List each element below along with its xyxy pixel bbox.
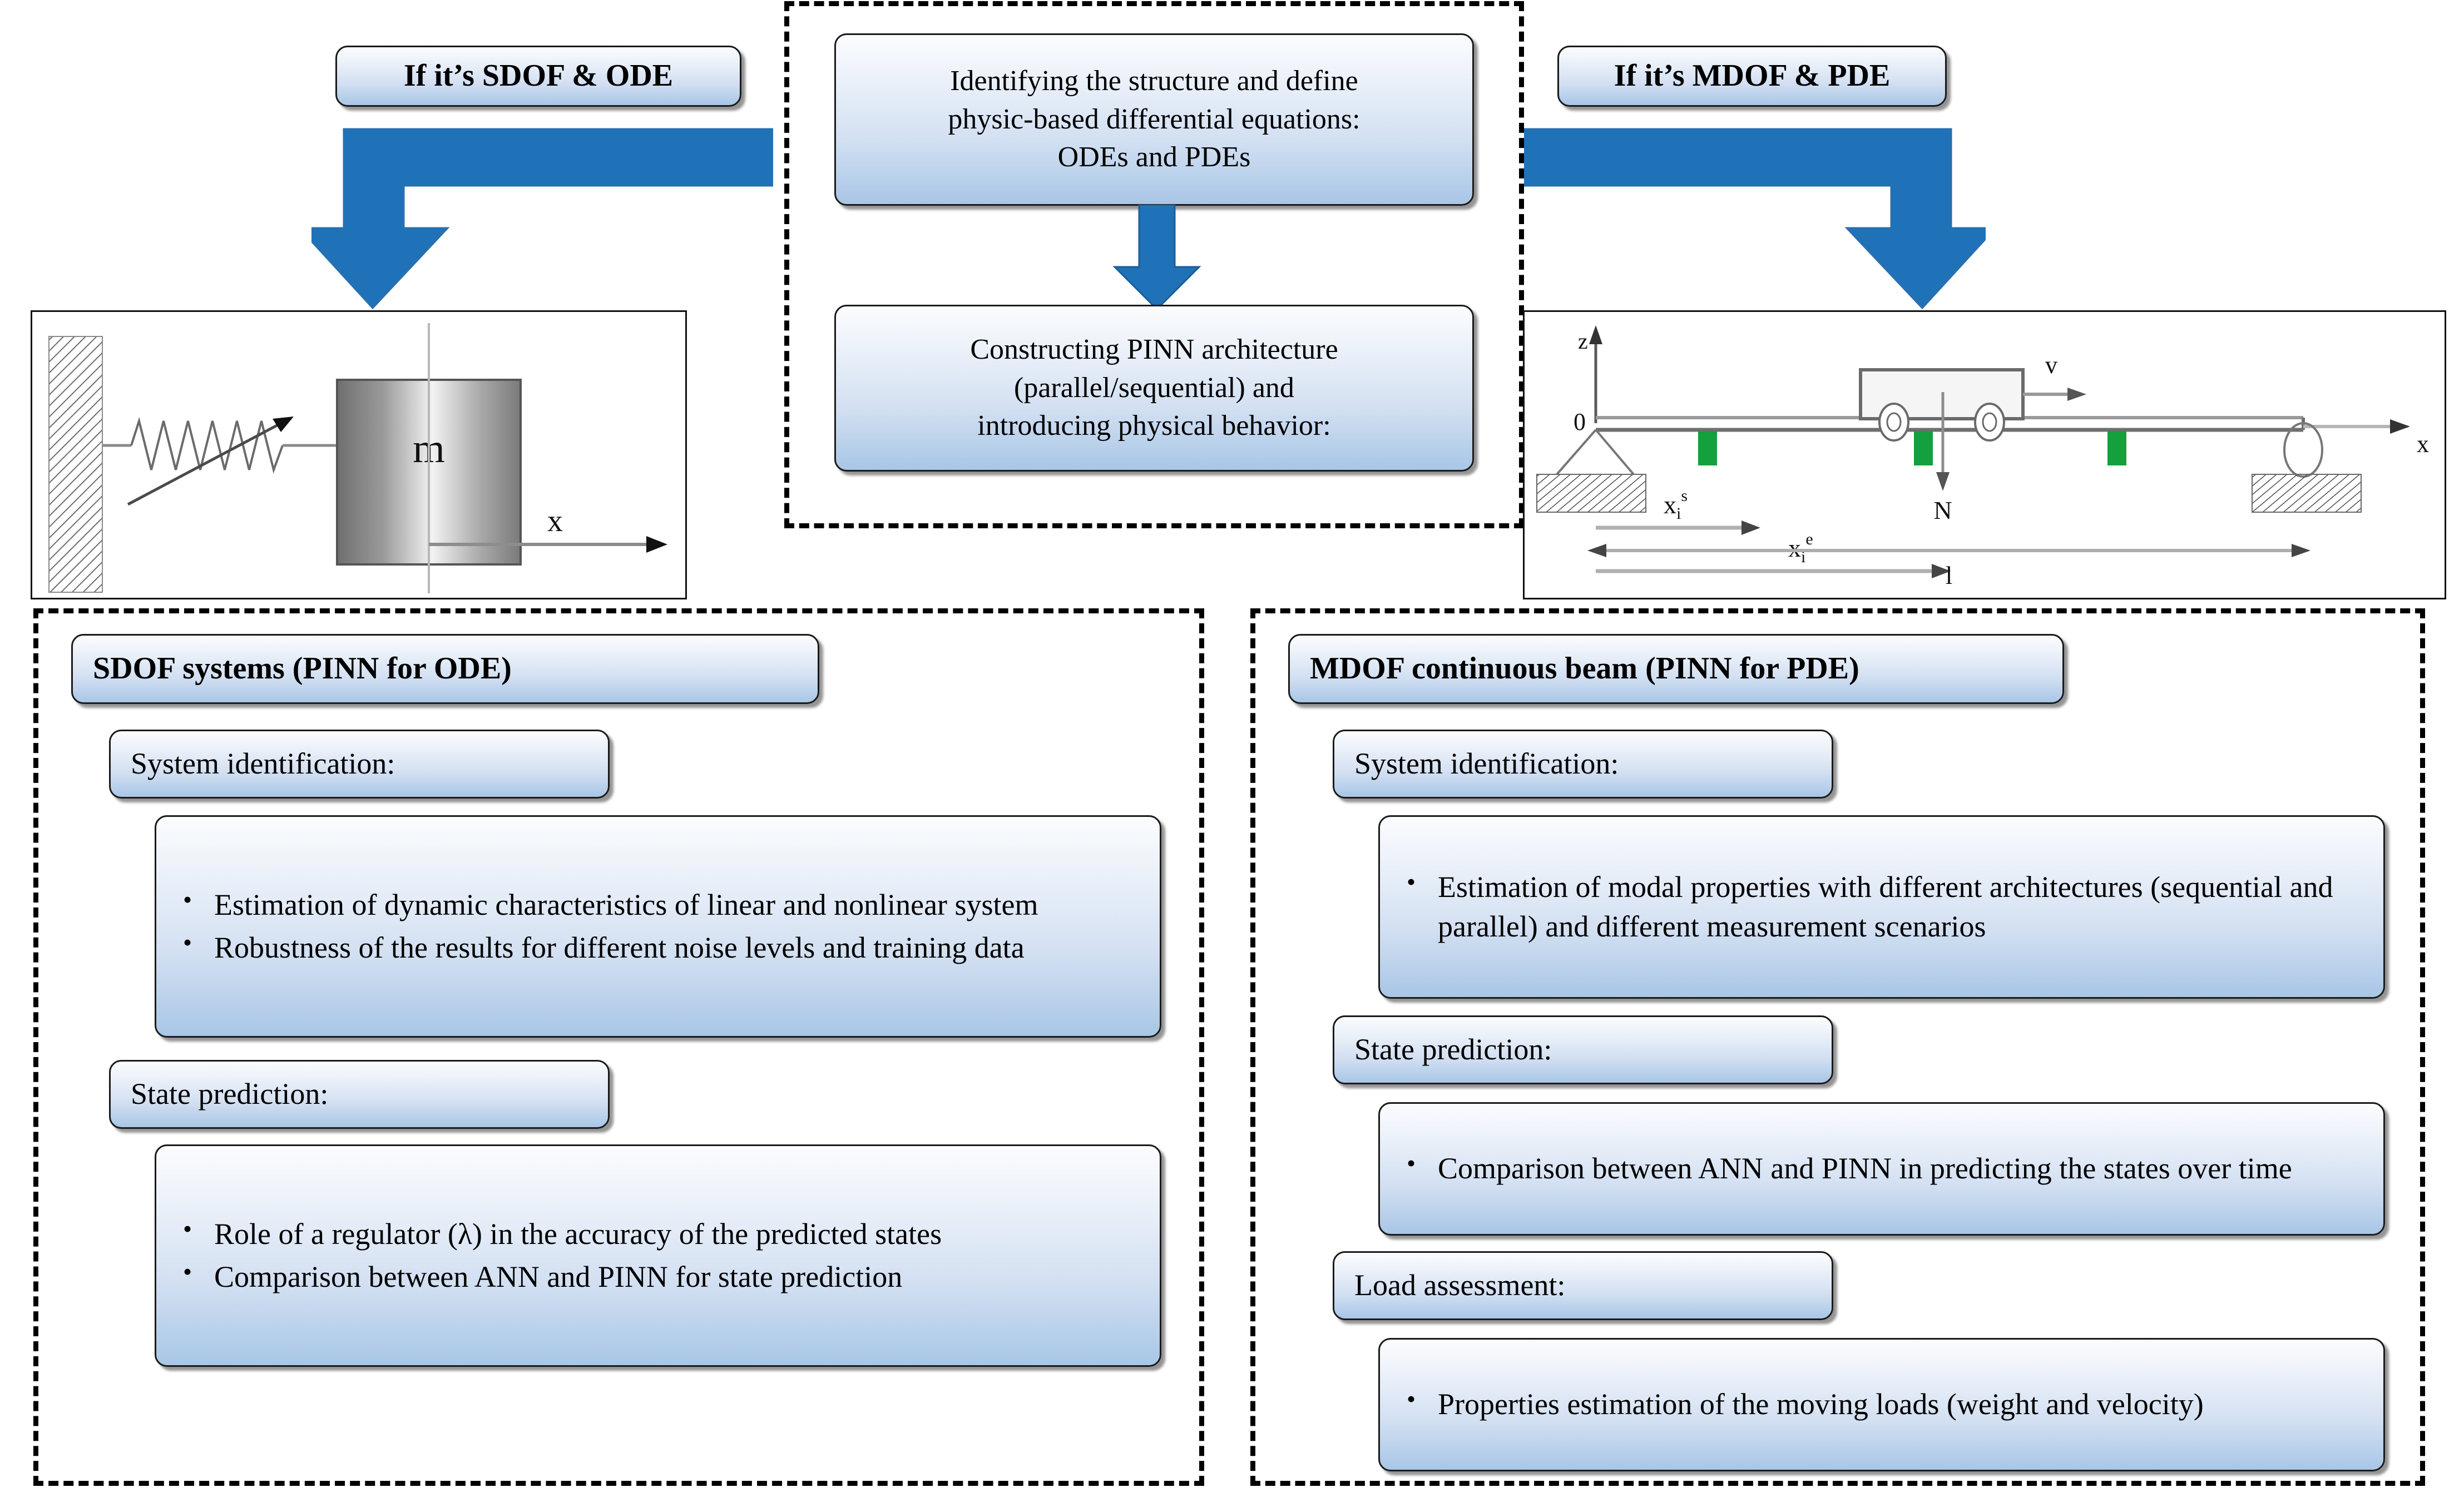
step-box-identify-structure[interactable]: Identifying the structure and define phy…: [834, 33, 1474, 206]
step-box-construct-pinn[interactable]: Constructing PINN architecture (parallel…: [834, 305, 1474, 472]
list-item: Estimation of modal properties with diff…: [1399, 865, 2364, 947]
line-2: (parallel/sequential) and: [1014, 371, 1294, 404]
section-label-sdof-state-prediction-text: State prediction:: [131, 1077, 329, 1111]
bullets-mdof-state-prediction[interactable]: Comparison between ANN and PINN in predi…: [1378, 1102, 2385, 1236]
bullet-list: Comparison between ANN and PINN in predi…: [1399, 1147, 2292, 1188]
panel-heading-sdof-text: SDOF systems (PINN for ODE): [93, 651, 512, 686]
bullet-list: Estimation of dynamic characteristics of…: [175, 883, 1038, 968]
list-item: Role of a regulator (λ) in the accuracy …: [175, 1212, 942, 1254]
line-3: introducing physical behavior:: [977, 410, 1331, 442]
step-box-construct-pinn-text: Constructing PINN architecture (parallel…: [970, 331, 1338, 445]
sdof-svg: m x: [48, 323, 667, 593]
arrow-elbow-to-sdof-figure: [311, 127, 773, 310]
line-1: Constructing PINN architecture: [970, 334, 1338, 366]
bullets-mdof-load-assessment[interactable]: Properties estimation of the moving load…: [1378, 1338, 2385, 1471]
panel-heading-mdof-text: MDOF continuous beam (PINN for PDE): [1310, 651, 1859, 686]
mdof-svg: z 0 x: [1536, 325, 2429, 578]
dashed-container-mdof-panel: [1250, 608, 2425, 1486]
bullets-sdof-state-prediction[interactable]: Role of a regulator (λ) in the accuracy …: [155, 1144, 1161, 1367]
line-1: Identifying the structure and define: [950, 65, 1358, 97]
section-label-mdof-load-assessment[interactable]: Load assessment:: [1333, 1251, 1833, 1320]
bullet-list: Properties estimation of the moving load…: [1399, 1382, 2204, 1424]
list-item: Properties estimation of the moving load…: [1399, 1382, 2204, 1424]
bullets-mdof-system-identification[interactable]: Estimation of modal properties with diff…: [1378, 815, 2385, 999]
bullet-list: Estimation of modal properties with diff…: [1399, 865, 2364, 947]
displacement-label: x: [547, 504, 563, 538]
branch-label-sdof-ode-text: If it’s SDOF & ODE: [403, 58, 674, 93]
branch-label-mdof-pde[interactable]: If it’s MDOF & PDE: [1557, 46, 1947, 107]
sensor-marker-1: [1698, 431, 1717, 465]
bullet-list: Role of a regulator (λ) in the accuracy …: [175, 1212, 942, 1297]
branch-label-sdof-ode[interactable]: If it’s SDOF & ODE: [335, 46, 741, 107]
section-label-mdof-load-assessment-text: Load assessment:: [1354, 1268, 1566, 1302]
section-label-mdof-system-identification[interactable]: System identification:: [1333, 730, 1833, 799]
panel-heading-sdof[interactable]: SDOF systems (PINN for ODE): [71, 634, 819, 704]
section-label-sdof-system-identification[interactable]: System identification:: [109, 730, 610, 799]
list-item: Robustness of the results for different …: [175, 926, 1038, 968]
figure-sdof-mass-spring: m x: [31, 310, 687, 599]
load-label: N: [1933, 496, 1952, 524]
section-label-mdof-system-identification-text: System identification:: [1354, 747, 1619, 781]
axis-z-label: z: [1578, 329, 1588, 354]
list-item: Comparison between ANN and PINN for stat…: [175, 1255, 942, 1297]
panel-heading-mdof[interactable]: MDOF continuous beam (PINN for PDE): [1288, 634, 2064, 704]
origin-label: 0: [1574, 408, 1586, 435]
arrow-step1-to-step2: [1107, 205, 1207, 310]
dashed-container-sdof-panel: [33, 608, 1204, 1486]
axis-x-label: x: [2417, 430, 2429, 458]
line-2: physic-based differential equations:: [948, 103, 1360, 135]
line-3: ODEs and PDEs: [1057, 141, 1251, 173]
sensor-marker-3: [2107, 431, 2126, 465]
bullets-sdof-system-identification[interactable]: Estimation of dynamic characteristics of…: [155, 815, 1161, 1038]
list-item: Comparison between ANN and PINN in predi…: [1399, 1147, 2292, 1188]
dashed-container-physics-definition: [784, 1, 1524, 528]
velocity-label: v: [2045, 351, 2057, 379]
step-box-identify-structure-text: Identifying the structure and define phy…: [948, 62, 1360, 177]
arrow-elbow-to-mdof-figure: [1524, 127, 1986, 310]
section-label-mdof-state-prediction-text: State prediction:: [1354, 1033, 1552, 1067]
sensor-marker-2: [1914, 431, 1933, 465]
branch-label-mdof-pde-text: If it’s MDOF & PDE: [1614, 58, 1891, 93]
section-label-sdof-system-identification-text: System identification:: [131, 747, 395, 781]
section-label-mdof-state-prediction[interactable]: State prediction:: [1333, 1015, 1833, 1084]
list-item: Estimation of dynamic characteristics of…: [175, 883, 1038, 925]
sensor-end-label: xie: [1788, 530, 1813, 566]
sensor-start-label: xis: [1664, 487, 1688, 523]
section-label-sdof-state-prediction[interactable]: State prediction:: [109, 1060, 610, 1129]
figure-mdof-continuous-beam: z 0 x: [1523, 310, 2446, 599]
